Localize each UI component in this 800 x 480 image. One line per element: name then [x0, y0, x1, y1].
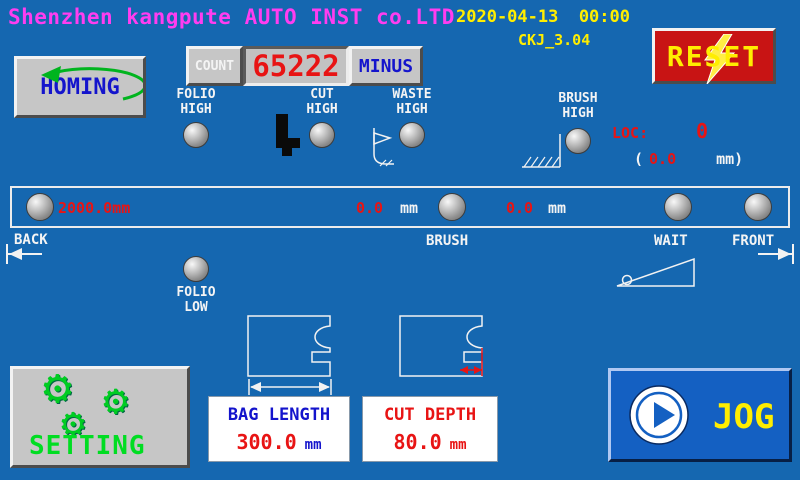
- cut-depth-dimension-icon: [460, 348, 483, 376]
- lightning-icon: [704, 34, 736, 84]
- cut-depth-field[interactable]: CUT DEPTH 80.0 mm: [362, 396, 498, 462]
- axis-label-brush: BRUSH: [426, 233, 469, 249]
- setting-button[interactable]: ⚙ ⚙ ⚙ SETTING: [10, 359, 190, 468]
- position-lamp-back: [26, 193, 54, 221]
- sensor-label-folio-high: FOLIO HIGH: [166, 87, 226, 118]
- axis-label-back: BACK: [14, 232, 48, 248]
- bag-length-dimension-icon: [248, 379, 332, 395]
- position-bar: 2000.0mm 0.0 mm 0.0 mm: [10, 186, 790, 228]
- cut-depth-value: 80.0: [393, 429, 442, 454]
- gear-icon: ⚙: [61, 400, 86, 446]
- gear-icon: ⚙: [43, 359, 72, 415]
- bag-length-label: BAG LENGTH: [227, 404, 331, 425]
- bag-length-value: 300.0: [236, 429, 297, 454]
- brush-position-unit: mm: [400, 199, 419, 217]
- reset-label: RESET: [666, 39, 762, 73]
- axis-label-wait: WAIT: [654, 233, 688, 249]
- sensor-label-line: CUT: [310, 87, 334, 102]
- loc-sub-value: 0.0: [649, 150, 677, 168]
- wait-position-value: 0.0: [506, 199, 534, 217]
- ramp-icon: [616, 257, 695, 287]
- wait-position-unit: mm: [548, 199, 567, 217]
- count-button[interactable]: COUNT: [186, 46, 243, 86]
- sensor-label-brush-high: BRUSH HIGH: [548, 91, 608, 122]
- loc-paren-open: (: [634, 150, 644, 168]
- play-icon: [629, 385, 689, 445]
- brush-icon: [522, 134, 561, 168]
- reset-button[interactable]: RESET: [652, 28, 776, 84]
- total-length-text: 2000.0mm: [58, 199, 131, 217]
- bag-length-field[interactable]: BAG LENGTH 300.0 mm: [208, 396, 350, 462]
- loc-sub-readout: ( 0.0 mm): [634, 150, 743, 168]
- cutter-icon: [276, 114, 300, 156]
- indicator-folio-low: [183, 256, 209, 282]
- sensor-label-line: HIGH: [306, 101, 338, 117]
- jog-label: JOG: [713, 397, 775, 437]
- bag-profile-cut-icon: [399, 315, 483, 377]
- sensor-label-line: BRUSH: [558, 91, 598, 106]
- position-lamp-front: [744, 193, 772, 221]
- version-text: CKJ_3.04: [518, 31, 591, 49]
- cut-depth-label: CUT DEPTH: [383, 404, 477, 425]
- loc-sub-unit: mm): [716, 150, 744, 168]
- minus-button[interactable]: MINUS: [349, 46, 423, 86]
- sensor-label-waste-high: WASTE HIGH: [382, 87, 442, 118]
- minus-label: MINUS: [358, 55, 414, 77]
- company-title: Shenzhen kangpute AUTO INST co.LTD: [8, 5, 455, 29]
- sensor-label-line: WASTE: [392, 87, 432, 102]
- sensor-label-line: LOW: [184, 299, 208, 315]
- waste-icon: [373, 128, 394, 167]
- sensor-label-line: HIGH: [562, 105, 594, 121]
- front-limit-arrow-icon: [758, 244, 794, 264]
- indicator-cut-high: [309, 122, 335, 148]
- count-value: 65222: [252, 49, 340, 83]
- position-lamp-wait: [664, 193, 692, 221]
- count-display: 65222: [243, 46, 349, 86]
- datetime-text: 2020-04-13 00:00: [456, 7, 630, 27]
- sensor-label-line: FOLIO: [176, 285, 216, 300]
- sensor-label-folio-low: FOLIO LOW: [166, 285, 226, 316]
- sensor-label-line: FOLIO: [176, 87, 216, 102]
- bag-length-unit: mm: [304, 436, 322, 453]
- return-arrow-icon: [41, 66, 143, 101]
- setting-label: SETTING: [29, 431, 146, 461]
- gear-icon: ⚙: [103, 375, 129, 424]
- indicator-waste-high: [399, 122, 425, 148]
- bag-length-value-row: 300.0 mm: [236, 430, 321, 454]
- loc-label: LOC:: [612, 124, 649, 142]
- sensor-label-line: HIGH: [180, 101, 212, 117]
- count-label: COUNT: [194, 58, 235, 74]
- cut-depth-unit: mm: [449, 436, 467, 453]
- sensor-label-cut-high: CUT HIGH: [292, 87, 352, 118]
- sensor-label-line: HIGH: [396, 101, 428, 117]
- back-limit-arrow-icon: [6, 244, 42, 264]
- jog-button[interactable]: JOG: [608, 368, 792, 462]
- homing-button[interactable]: HOMING: [14, 56, 146, 118]
- loc-value: 0: [696, 119, 709, 143]
- indicator-folio-high: [183, 122, 209, 148]
- bag-profile-icon: [247, 315, 331, 377]
- brush-position-value: 0.0: [356, 199, 384, 217]
- cut-depth-value-row: 80.0 mm: [393, 430, 466, 454]
- position-lamp-brush: [438, 193, 466, 221]
- indicator-brush-high: [565, 128, 591, 154]
- axis-label-front: FRONT: [732, 233, 775, 249]
